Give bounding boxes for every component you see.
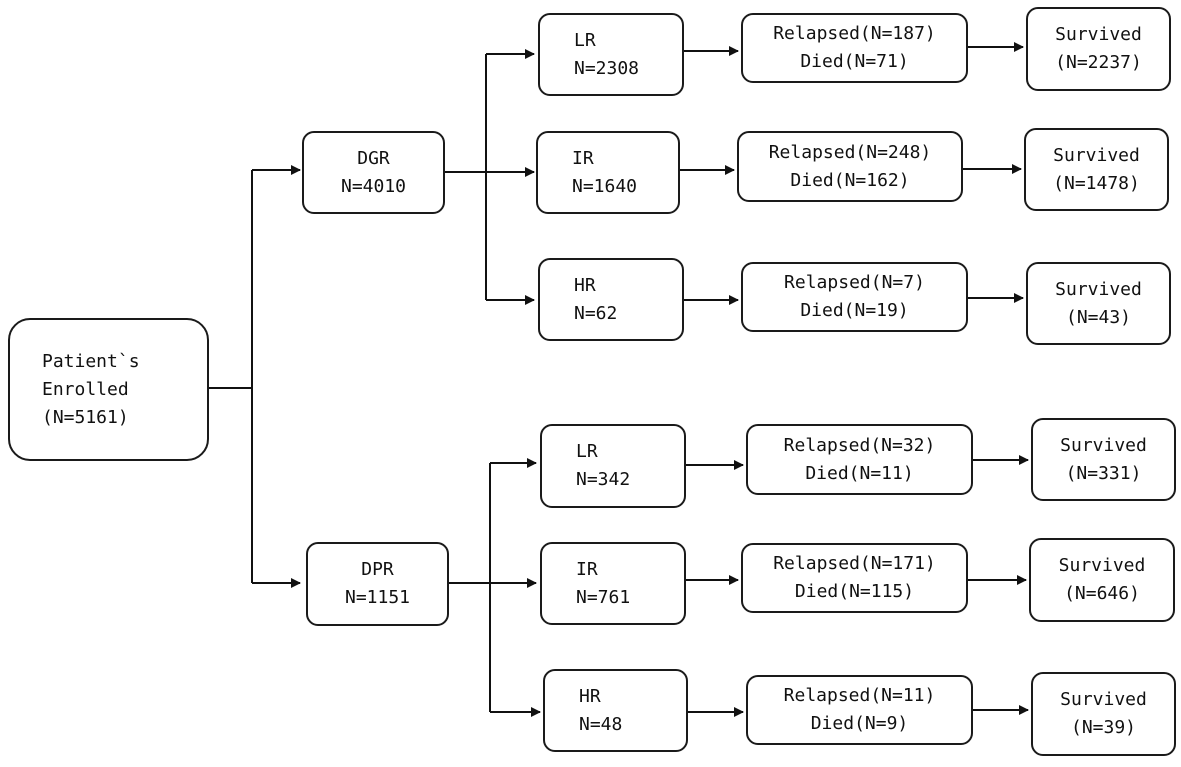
risk-count: N=761: [576, 586, 631, 608]
relapsed-count: Relapsed(N=171): [773, 553, 936, 574]
died-count: Died(N=71): [800, 51, 909, 72]
survived-node-dpr-ir: Survived (N=646): [1029, 538, 1175, 622]
died-count: Died(N=19): [800, 300, 909, 321]
relapsed-count: Relapsed(N=32): [783, 434, 936, 456]
survived-label: Survived: [1058, 555, 1146, 576]
relapsed-count: Relapsed(N=187): [773, 23, 936, 44]
survived-node-dgr-hr: Survived (N=43): [1026, 262, 1171, 345]
root-line2: Enrolled: [42, 378, 129, 400]
survived-node-dgr-ir: Survived (N=1478): [1024, 128, 1169, 211]
risk-node-dgr-ir: IR N=1640: [536, 131, 680, 214]
risk-name: LR: [574, 29, 596, 51]
risk-node-dgr-hr: HR N=62: [538, 258, 684, 341]
outcome-node-dgr-ir: Relapsed(N=248) Died(N=162): [737, 131, 963, 202]
survived-node-dpr-lr: Survived (N=331): [1031, 418, 1176, 501]
risk-count: N=1640: [572, 175, 638, 197]
survived-count: (N=331): [1065, 462, 1142, 484]
group-name: DPR: [361, 559, 394, 580]
survived-count: (N=646): [1064, 583, 1140, 604]
survived-count: (N=43): [1065, 306, 1132, 328]
survived-count: (N=2237): [1055, 52, 1142, 73]
risk-name: LR: [576, 441, 598, 462]
relapsed-count: Relapsed(N=248): [768, 141, 932, 163]
risk-name: IR: [576, 558, 598, 580]
group-count: N=1151: [344, 587, 411, 608]
group-count: N=4010: [340, 175, 407, 197]
relapsed-count: Relapsed(N=7): [784, 272, 925, 293]
outcome-node-dpr-lr: Relapsed(N=32) Died(N=11): [746, 424, 973, 495]
survived-label: Survived: [1055, 24, 1142, 45]
risk-count: N=342: [576, 469, 631, 490]
group-node-dgr: DGR N=4010: [302, 131, 445, 214]
risk-count: N=62: [574, 302, 618, 324]
relapsed-count: Relapsed(N=11): [783, 685, 936, 706]
root-line1: Patient`s: [42, 350, 140, 372]
root-node: Patient`s Enrolled (N=5161): [8, 318, 209, 461]
risk-count: N=48: [579, 713, 623, 735]
died-count: Died(N=115): [794, 581, 915, 602]
risk-node-dpr-hr: HR N=48: [543, 669, 688, 752]
survived-label: Survived: [1060, 689, 1147, 710]
outcome-node-dpr-hr: Relapsed(N=11) Died(N=9): [746, 675, 973, 745]
survived-label: Survived: [1053, 144, 1140, 166]
risk-node-dgr-lr: LR N=2308: [538, 13, 684, 96]
group-name: DGR: [357, 147, 390, 169]
died-count: Died(N=11): [805, 462, 914, 484]
survived-count: (N=1478): [1053, 172, 1140, 194]
risk-name: HR: [574, 274, 596, 296]
outcome-node-dgr-lr: Relapsed(N=187) Died(N=71): [741, 13, 968, 83]
survived-node-dpr-hr: Survived (N=39): [1031, 672, 1176, 756]
survived-node-dgr-lr: Survived (N=2237): [1026, 7, 1171, 91]
died-count: Died(N=162): [790, 169, 910, 191]
died-count: Died(N=9): [810, 713, 909, 734]
group-node-dpr: DPR N=1151: [306, 542, 449, 626]
survived-count: (N=39): [1070, 717, 1137, 738]
risk-name: HR: [579, 685, 601, 707]
root-line3: (N=5161): [42, 406, 129, 428]
survived-label: Survived: [1060, 434, 1147, 456]
risk-node-dpr-ir: IR N=761: [540, 542, 686, 625]
risk-name: IR: [572, 147, 594, 169]
outcome-node-dpr-ir: Relapsed(N=171) Died(N=115): [741, 543, 968, 613]
risk-count: N=2308: [574, 57, 640, 79]
risk-node-dpr-lr: LR N=342: [540, 424, 686, 508]
survived-label: Survived: [1055, 278, 1142, 300]
outcome-node-dgr-hr: Relapsed(N=7) Died(N=19): [741, 262, 968, 332]
